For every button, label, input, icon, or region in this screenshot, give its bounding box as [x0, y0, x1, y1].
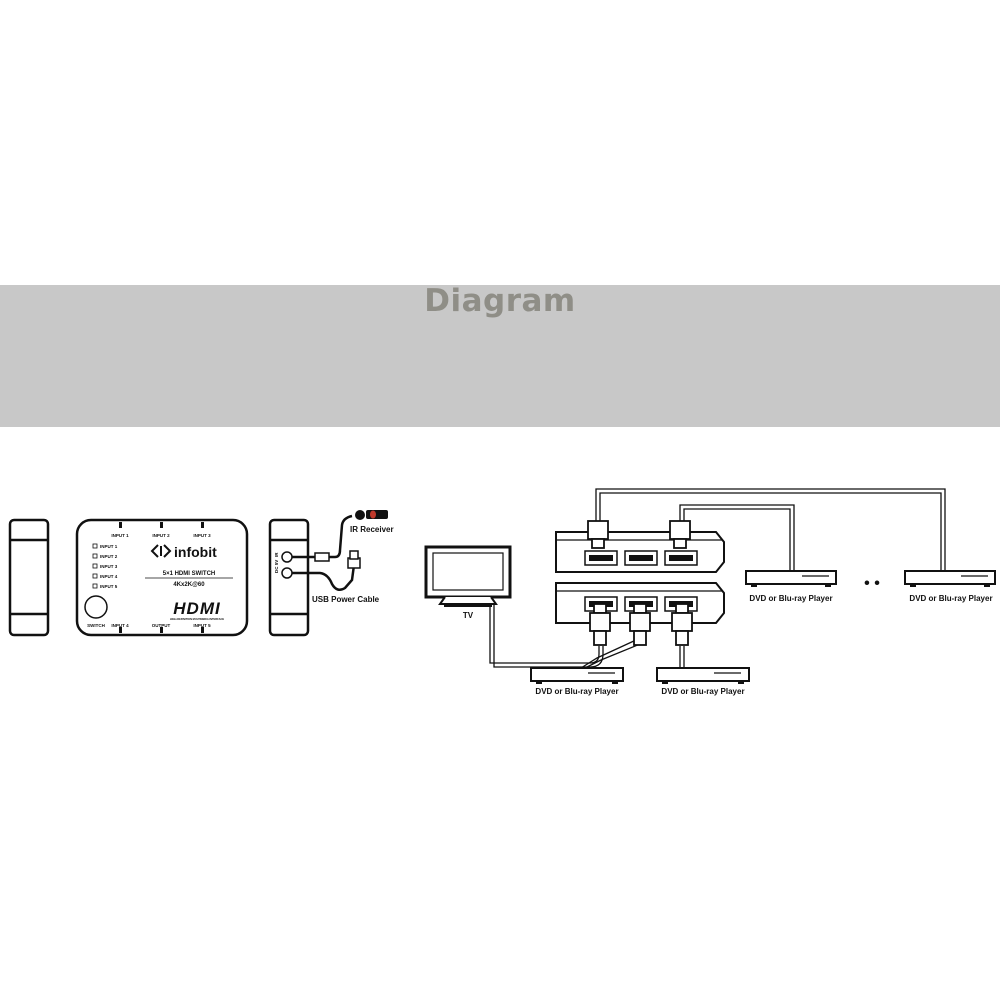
player-icon-3 — [745, 570, 837, 587]
player-icon-4 — [904, 570, 996, 587]
indicator-label-2: INPUT 2 — [100, 554, 118, 559]
tv-label: TV — [463, 611, 474, 620]
player-label-2: DVD or Blu-ray Player — [661, 687, 744, 696]
indicator-label-4: INPUT 4 — [100, 574, 118, 579]
tv-icon — [424, 545, 512, 607]
hdmi-tagline: HIGH-DEFINITION MULTIMEDIA INTERFACE — [170, 617, 224, 621]
bottom-label-input5: INPUT 5 — [193, 623, 211, 628]
infobit-logo-icon — [150, 544, 172, 558]
usb-plug-icon — [347, 550, 361, 569]
ir-receiver-label: IR Receiver — [350, 525, 394, 534]
side-port-label-ir: IR — [274, 552, 279, 557]
page-title: Diagram — [424, 283, 576, 319]
top-port-label-2: INPUT 2 — [152, 533, 170, 538]
hdmi-logo: HDMI — [173, 599, 221, 618]
player-icon-1 — [530, 667, 624, 684]
player-label-4: DVD or Blu-ray Player — [909, 594, 992, 603]
switch-button — [84, 595, 108, 619]
model-line: 5×1 HDMI SWITCH — [163, 571, 216, 577]
top-port-label-1: INPUT 1 — [111, 533, 129, 538]
title-banner — [0, 285, 1000, 427]
player-label-1: DVD or Blu-ray Player — [535, 687, 618, 696]
indicator-label-3: INPUT 3 — [100, 564, 118, 569]
ir-receiver-icon — [355, 510, 388, 520]
bottom-label-input4: INPUT 4 — [111, 623, 129, 628]
indicator-label-1: INPUT 1 — [100, 544, 118, 549]
top-port-label-3: INPUT 3 — [193, 533, 211, 538]
player-label-3: DVD or Blu-ray Player — [749, 594, 832, 603]
brand-name: infobit — [174, 544, 217, 560]
usb-cable-label: USB Power Cable — [312, 595, 380, 604]
player-icon-2 — [656, 667, 750, 684]
switch-left-side-view — [8, 518, 50, 637]
resolution-line: 4Kx2K@60 — [173, 582, 205, 588]
more-players-ellipsis: • • — [864, 575, 880, 592]
switch-right-side-view: IR DC 5V IR Receiver USB Power Cable — [268, 510, 394, 637]
bottom-label-switch: SWITCH — [87, 623, 105, 628]
hdmi-plug-icons — [587, 520, 693, 646]
indicator-label-5: INPUT 5 — [100, 584, 118, 589]
side-port-label-dc: DC 5V — [274, 560, 279, 573]
bottom-label-output: OUTPUT — [152, 623, 171, 628]
switch-top-view: INPUT 1 INPUT 2 INPUT 3 INPUT 1 INPUT 2 … — [75, 518, 249, 637]
hdmi-cables — [489, 488, 946, 669]
